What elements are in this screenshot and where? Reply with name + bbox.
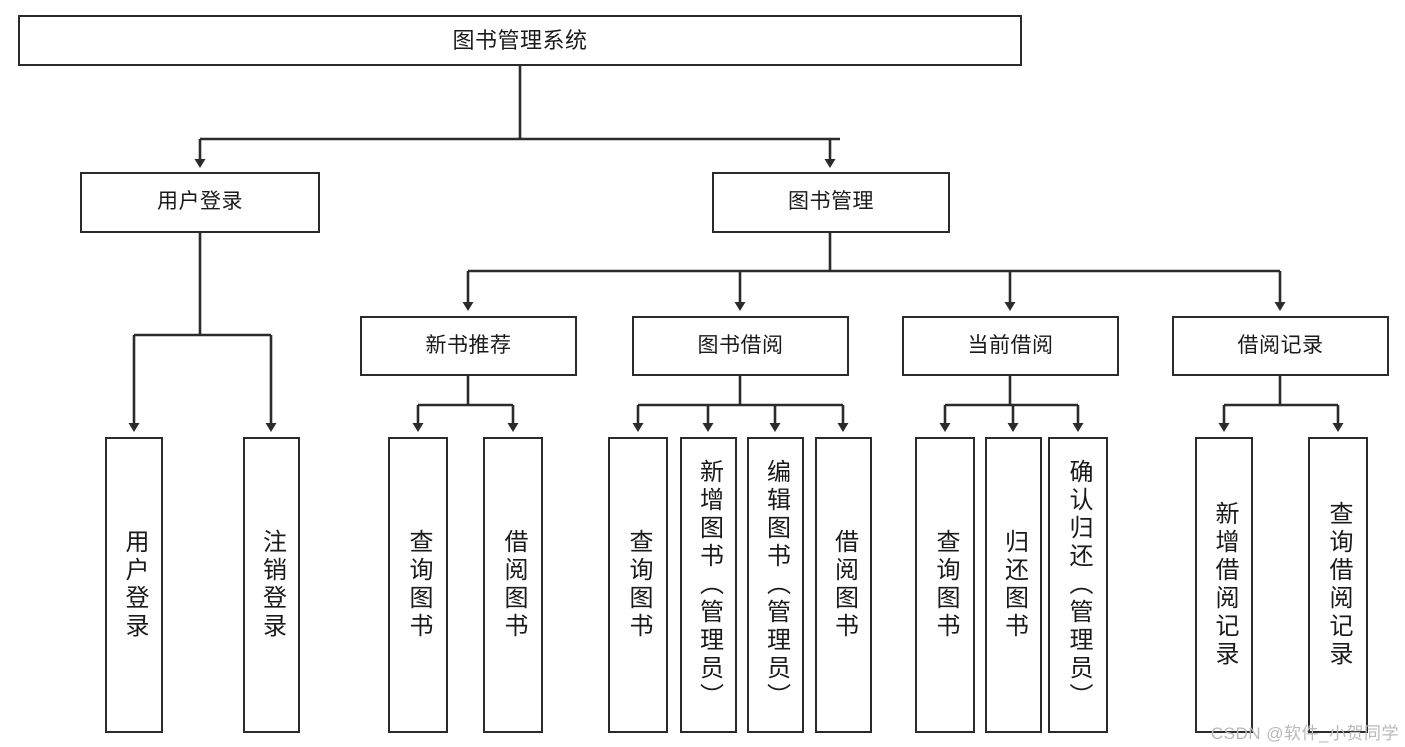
leaf-add-record-label: 新增借阅记录: [1211, 501, 1238, 669]
node-book-borrow[interactable]: 图书借阅: [632, 316, 849, 376]
leaf-query-book-2[interactable]: 查询图书: [608, 437, 668, 733]
leaf-add-book-label: 新增图书（管理员）: [695, 459, 723, 711]
leaf-query-book-3[interactable]: 查询图书: [915, 437, 975, 733]
node-current-borrow[interactable]: 当前借阅: [902, 316, 1119, 376]
leaf-query-book-3-label: 查询图书: [932, 529, 959, 641]
node-book-borrow-label: 图书借阅: [697, 333, 784, 357]
leaf-borrow-book-2[interactable]: 借阅图书: [815, 437, 872, 733]
node-root-label: 图书管理系统: [452, 27, 588, 53]
leaf-logout[interactable]: 注销登录: [243, 437, 300, 733]
leaf-user-login[interactable]: 用户登录: [105, 437, 163, 733]
leaf-borrow-book-1[interactable]: 借阅图书: [483, 437, 543, 733]
node-user-login[interactable]: 用户登录: [80, 172, 320, 233]
leaf-query-record[interactable]: 查询借阅记录: [1308, 437, 1368, 733]
leaf-edit-book[interactable]: 编辑图书（管理员）: [747, 437, 804, 733]
node-borrow-record-label: 借阅记录: [1237, 333, 1324, 357]
leaf-query-book-2-label: 查询图书: [625, 529, 652, 641]
leaf-query-record-label: 查询借阅记录: [1325, 501, 1352, 669]
leaf-query-book-1-label: 查询图书: [405, 529, 432, 641]
leaf-return-book-label: 归还图书: [1000, 529, 1028, 641]
leaf-confirm-return-label: 确认归还（管理员）: [1065, 459, 1092, 711]
node-borrow-record[interactable]: 借阅记录: [1172, 316, 1389, 376]
node-new-book-rec[interactable]: 新书推荐: [360, 316, 577, 376]
leaf-add-book[interactable]: 新增图书（管理员）: [680, 437, 737, 733]
node-user-login-label: 用户登录: [157, 190, 243, 214]
leaf-borrow-book-2-label: 借阅图书: [830, 529, 858, 641]
node-current-borrow-label: 当前借阅: [967, 333, 1054, 357]
node-book-manage-label: 图书管理: [788, 190, 874, 214]
node-root[interactable]: 图书管理系统: [18, 15, 1022, 66]
node-new-book-rec-label: 新书推荐: [425, 333, 512, 357]
leaf-query-book-1[interactable]: 查询图书: [388, 437, 448, 733]
leaf-user-login-label: 用户登录: [121, 529, 148, 641]
leaf-confirm-return[interactable]: 确认归还（管理员）: [1048, 437, 1108, 733]
leaf-borrow-book-1-label: 借阅图书: [500, 529, 527, 641]
leaf-return-book[interactable]: 归还图书: [985, 437, 1042, 733]
leaf-logout-label: 注销登录: [258, 529, 286, 641]
node-book-manage[interactable]: 图书管理: [712, 172, 950, 233]
leaf-edit-book-label: 编辑图书（管理员）: [762, 459, 790, 711]
leaf-add-record[interactable]: 新增借阅记录: [1195, 437, 1253, 733]
